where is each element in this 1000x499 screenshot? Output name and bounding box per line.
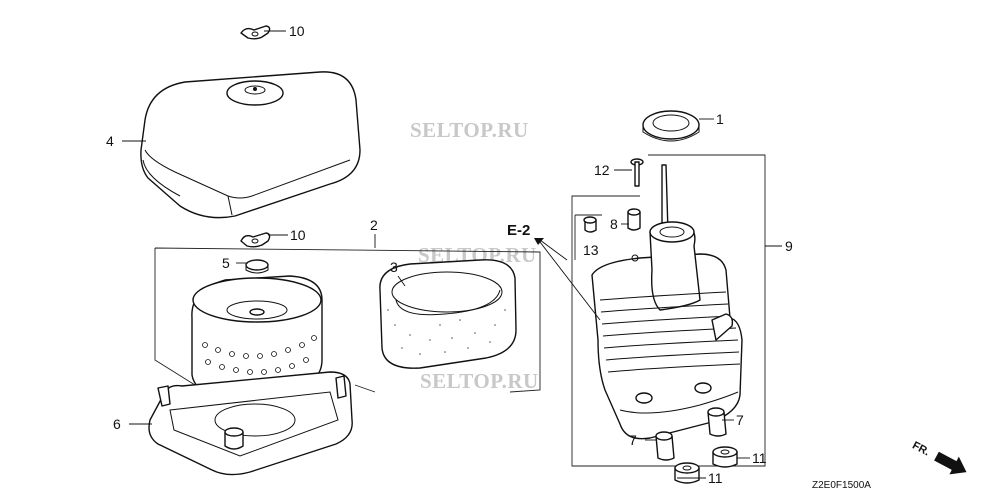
callout-5: 5 bbox=[222, 255, 230, 271]
reference-arrow bbox=[534, 238, 601, 321]
packing-ring bbox=[642, 110, 700, 142]
callout-10-lower: 10 bbox=[290, 227, 306, 243]
front-direction-label: FR. bbox=[910, 440, 931, 459]
drawing-code: Z2E0F1500A bbox=[812, 480, 871, 491]
watermark-bottom: SELTOP.RU bbox=[420, 369, 539, 393]
callout-11-right: 11 bbox=[752, 450, 767, 466]
flange-nut-right bbox=[712, 446, 738, 468]
grommet bbox=[245, 259, 269, 274]
flange-bolt bbox=[630, 158, 644, 187]
collar bbox=[627, 208, 641, 231]
callout-8: 8 bbox=[610, 216, 618, 232]
air-cleaner-base bbox=[148, 371, 353, 476]
callout-9: 9 bbox=[785, 238, 793, 254]
callout-12: 12 bbox=[594, 162, 610, 178]
watermark-top: SELTOP.RU bbox=[410, 118, 529, 142]
collar-small bbox=[574, 214, 602, 260]
callout-6: 6 bbox=[113, 416, 121, 432]
wing-nut-upper bbox=[240, 25, 271, 40]
tube-left bbox=[655, 431, 675, 461]
callout-3: 3 bbox=[390, 259, 398, 275]
flange-nut-left bbox=[674, 462, 700, 484]
callout-7-left: 7 bbox=[629, 432, 637, 448]
front-direction-indicator: FR. bbox=[910, 440, 967, 475]
callout-13: 13 bbox=[583, 242, 599, 258]
callout-2: 2 bbox=[370, 217, 378, 233]
group-bracket-2 bbox=[154, 247, 541, 393]
air-cleaner-case bbox=[591, 164, 743, 440]
leader-lines bbox=[122, 30, 782, 479]
callout-4: 4 bbox=[106, 133, 114, 149]
callout-11-left: 11 bbox=[708, 470, 723, 486]
callout-10-upper: 10 bbox=[289, 23, 305, 39]
tube-right bbox=[707, 407, 727, 437]
reference-label: E-2 bbox=[507, 222, 530, 239]
group-bracket-9 bbox=[571, 154, 766, 467]
air-cleaner-cover bbox=[140, 71, 361, 219]
wing-nut-lower bbox=[240, 232, 271, 248]
callout-7-right: 7 bbox=[736, 412, 744, 428]
foam-element bbox=[379, 259, 517, 369]
callout-1: 1 bbox=[716, 111, 724, 127]
